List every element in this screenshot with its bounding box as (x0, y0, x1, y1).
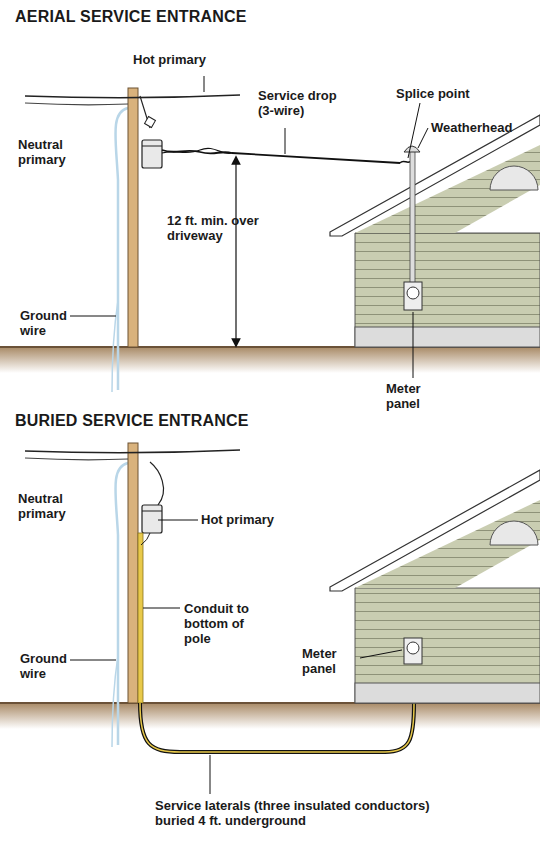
part-label: Hot primary (201, 512, 311, 527)
part-label: Ground wire (20, 308, 72, 338)
part-label: Splice point (396, 86, 506, 101)
part-label: Hot primary (133, 52, 243, 67)
part-label: Ground wire (20, 651, 72, 681)
section-heading: BURIED SERVICE ENTRANCE (15, 412, 315, 430)
part-label: Meter panel (302, 646, 357, 676)
dimension-label: 12 ft. min. over driveway (167, 213, 271, 243)
part-label: Conduit to bottom of pole (184, 601, 262, 646)
part-label: Neutral primary (18, 491, 88, 521)
part-label: Weatherhead (431, 120, 536, 135)
part-label: Service laterals (three insulated conduc… (155, 798, 455, 828)
section-heading: AERIAL SERVICE ENTRANCE (15, 8, 315, 26)
part-label: Neutral primary (18, 137, 88, 167)
part-label: Service drop (3-wire) (258, 88, 350, 118)
part-label: Meter panel (386, 381, 441, 411)
